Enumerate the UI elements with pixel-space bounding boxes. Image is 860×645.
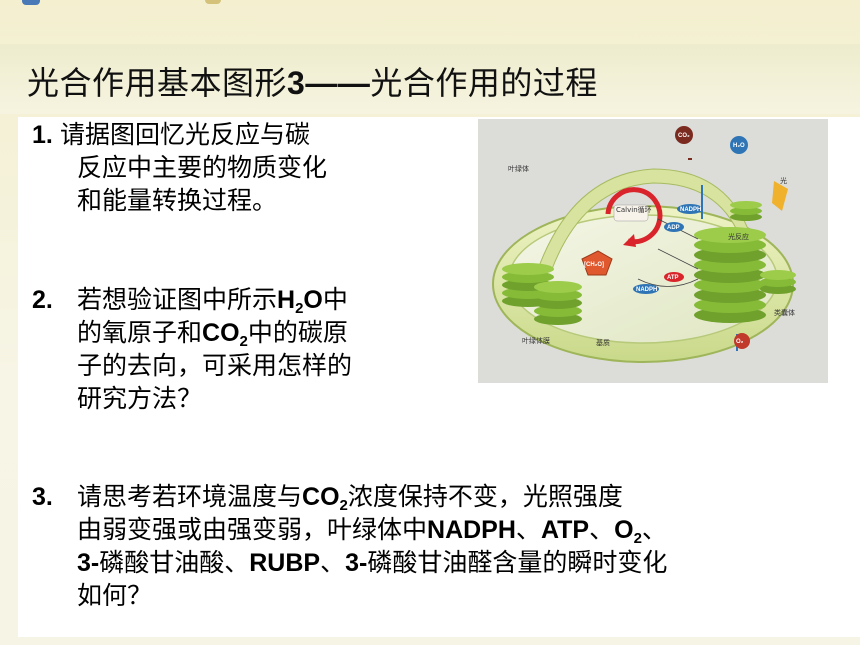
light-reaction-label: 光反应 bbox=[728, 232, 749, 241]
title-dash: —— bbox=[305, 65, 371, 101]
granum-top bbox=[730, 201, 762, 221]
question-2-text: 中 bbox=[322, 285, 348, 314]
h2o-label: H₂O bbox=[733, 143, 745, 149]
nadph-bottom-label: NADPH bbox=[636, 287, 657, 293]
flow-line-3 bbox=[637, 278, 699, 287]
separator: 、 bbox=[641, 515, 667, 544]
question-3-text: 磷酸甘油醛含量的瞬时变化 bbox=[367, 548, 668, 577]
question-2-text: 的氧原子和 bbox=[77, 318, 203, 347]
top-decoration bbox=[0, 0, 860, 8]
decoration-tab-gold bbox=[205, 0, 221, 4]
title-number: 3 bbox=[287, 65, 306, 101]
term-3: 3- bbox=[345, 549, 368, 577]
calvin-label-box bbox=[613, 204, 649, 222]
membrane-label: 叶绿体膜 bbox=[522, 336, 550, 345]
question-2-line-1: 若想验证图中所示H2O中 bbox=[77, 284, 348, 316]
question-3-text: 由弱变强或由强变弱，叶绿体中 bbox=[77, 515, 428, 544]
adp-label: ADP bbox=[667, 225, 680, 231]
decoration-tab-blue bbox=[22, 0, 40, 5]
nadph-top-badge bbox=[677, 204, 703, 214]
co2-label: CO₂ bbox=[678, 133, 690, 139]
separator: 、 bbox=[320, 548, 346, 577]
formula-co: CO bbox=[202, 319, 240, 347]
chloroplast-svg: Calvin循环 光 [CH₂O] CO₂ H₂O O₂ NADPH ADP A… bbox=[492, 126, 796, 363]
question-2-text: 中的碳原 bbox=[247, 318, 348, 347]
light-label: 光 bbox=[780, 176, 787, 185]
calvin-cycle-arrow bbox=[605, 187, 663, 245]
separator: 、 bbox=[589, 515, 615, 544]
separator: 、 bbox=[515, 515, 541, 544]
adp-badge bbox=[664, 222, 684, 232]
question-3-text: 请思考若环境温度与 bbox=[77, 482, 303, 511]
light-arrow bbox=[772, 181, 788, 211]
question-1-line-1: 请据图回忆光反应与碳 bbox=[60, 120, 311, 149]
sugar-hexagon bbox=[581, 250, 613, 276]
nadph-top-label: NADPH bbox=[680, 207, 701, 213]
question-2-number: 2. bbox=[32, 286, 53, 314]
granum-far-right bbox=[760, 270, 796, 294]
granum-middle bbox=[534, 281, 582, 325]
term-nadph: NADPH bbox=[427, 516, 516, 544]
question-1-line-3: 和能量转换过程。 bbox=[77, 186, 278, 215]
h2o-circle bbox=[730, 136, 748, 154]
calvin-label: Calvin循环 bbox=[616, 205, 652, 214]
granum-right bbox=[694, 227, 766, 323]
flow-line-2 bbox=[657, 248, 699, 270]
term-rubp: RUBP bbox=[249, 549, 321, 577]
nadph-bottom-badge bbox=[633, 284, 659, 294]
co2-circle bbox=[675, 126, 693, 144]
o2-label: O₂ bbox=[736, 339, 744, 345]
question-3-number: 3. bbox=[32, 483, 53, 511]
chloroplast-diagram: Calvin循环 光 [CH₂O] CO₂ H₂O O₂ NADPH ADP A… bbox=[478, 119, 828, 383]
question-2: 2. 若想验证图中所示H2O中 的氧原子和CO2中的碳原 子的去向，可采用怎样的… bbox=[32, 284, 452, 434]
title-prefix: 光合作用基本图形 bbox=[27, 64, 288, 102]
formula-o: O bbox=[303, 286, 323, 314]
o2-circle bbox=[734, 333, 750, 349]
subscript-2: 2 bbox=[295, 300, 304, 317]
formula-o: O bbox=[614, 516, 634, 544]
atp-badge bbox=[664, 272, 684, 282]
subscript-2: 2 bbox=[339, 497, 348, 514]
stroma-label: 基质 bbox=[596, 338, 610, 347]
title-band bbox=[0, 44, 860, 114]
question-3-line-1: 请思考若环境温度与CO2浓度保持不变，光照强度 bbox=[77, 481, 623, 513]
sugar-label: [CH₂O] bbox=[584, 262, 604, 268]
question-3-line-2: 由弱变强或由强变弱，叶绿体中NADPH、ATP、O2、 bbox=[77, 514, 667, 546]
title-suffix: 光合作用的过程 bbox=[370, 64, 598, 102]
calvin-arrowhead bbox=[623, 234, 636, 247]
subscript-2: 2 bbox=[239, 333, 248, 350]
chloroplast-label: 叶绿体 bbox=[508, 164, 529, 173]
term-atp: ATP bbox=[540, 516, 590, 544]
formula-h: H bbox=[277, 286, 296, 314]
question-3-text: 浓度保持不变，光照强度 bbox=[347, 482, 623, 511]
formula-co: CO bbox=[302, 483, 340, 511]
thylakoid-label: 类囊体 bbox=[774, 308, 795, 317]
question-2-line-4: 研究方法？ bbox=[77, 384, 203, 413]
atp-label: ATP bbox=[667, 275, 679, 281]
slide-title: 光合作用基本图形3——光合作用的过程 bbox=[27, 58, 598, 104]
question-3: 3. 请思考若环境温度与CO2浓度保持不变，光照强度 由弱变强或由强变弱，叶绿体… bbox=[32, 481, 860, 631]
term-3: 3- bbox=[77, 549, 100, 577]
question-3-line-3: 3-磷酸甘油酸、RUBP、3-磷酸甘油醛含量的瞬时变化 bbox=[77, 547, 667, 579]
question-2-text: 若想验证图中所示 bbox=[77, 285, 278, 314]
question-1-line-2: 反应中主要的物质变化 bbox=[77, 153, 328, 182]
question-3-text: 磷酸甘油酸、 bbox=[99, 548, 250, 577]
question-3-line-4: 如何？ bbox=[77, 581, 153, 610]
question-1-number: 1. bbox=[32, 121, 53, 149]
question-2-line-3: 子的去向，可采用怎样的 bbox=[77, 351, 353, 380]
question-1: 1. 请据图回忆光反应与碳 反应中主要的物质变化 和能量转换过程。 bbox=[32, 119, 452, 219]
subscript-2: 2 bbox=[633, 530, 642, 547]
question-2-line-2: 的氧原子和CO2中的碳原 bbox=[77, 317, 348, 349]
